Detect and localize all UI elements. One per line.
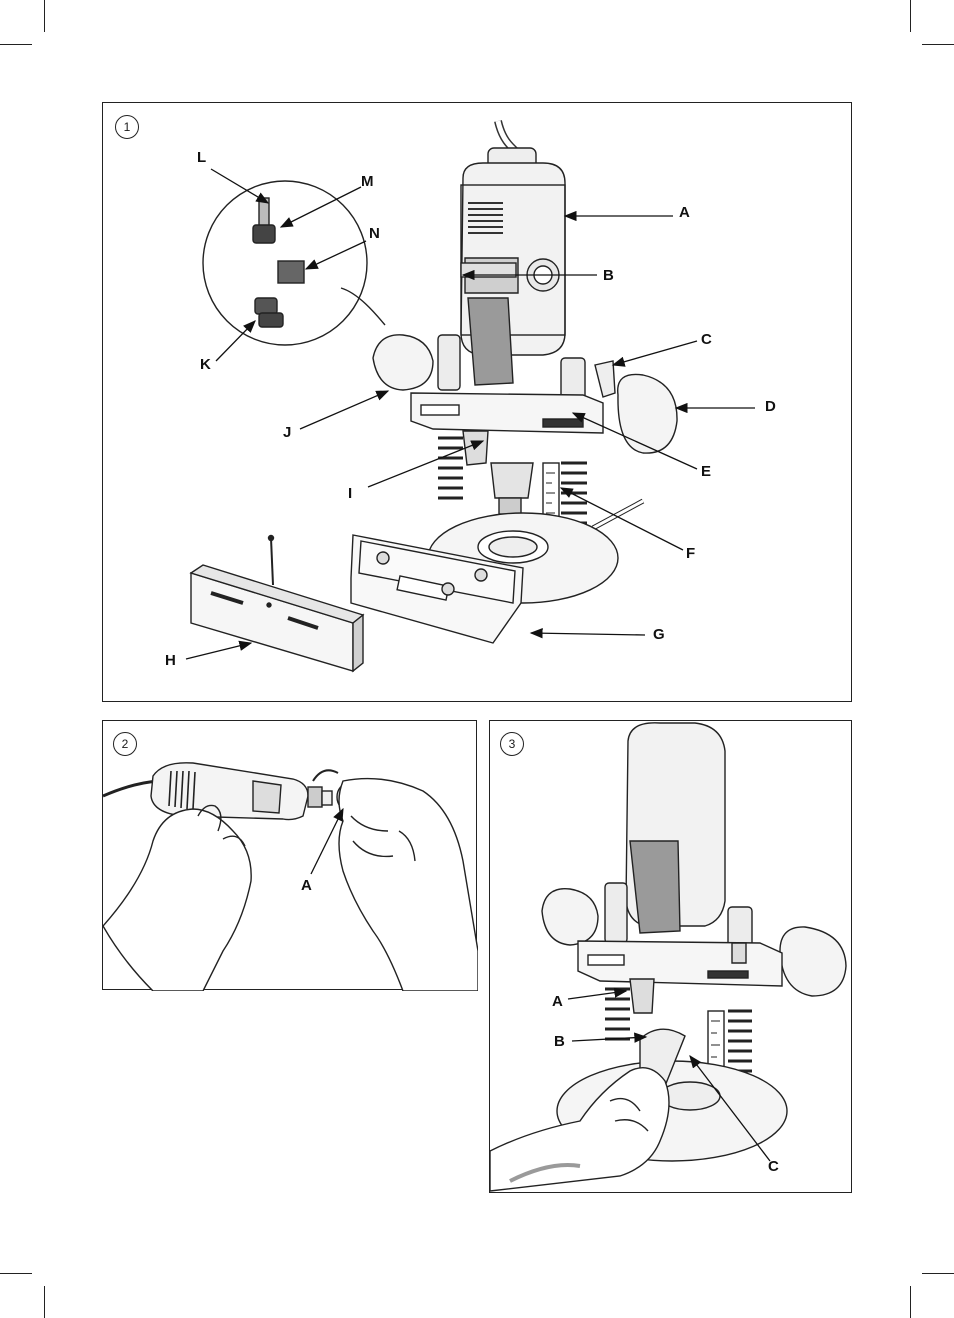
crop-mark: [910, 1286, 911, 1318]
label-f: F: [686, 546, 695, 561]
label-g: G: [653, 627, 665, 642]
label-m: M: [361, 174, 374, 189]
label-l: L: [197, 150, 206, 165]
label-c: C: [701, 332, 712, 347]
collet-nut-illustration: [103, 721, 478, 991]
label-i: I: [348, 486, 352, 501]
plunge-base-router-illustration: [103, 103, 853, 703]
label-n: N: [369, 226, 380, 241]
figure-2-panel: 2: [102, 720, 477, 990]
figure-3-panel: 3: [489, 720, 852, 1193]
label-b: B: [554, 1034, 565, 1049]
label-h: H: [165, 653, 176, 668]
crop-mark: [44, 0, 45, 32]
label-c: C: [768, 1159, 779, 1174]
figure-1-panel: 1: [102, 102, 852, 702]
crop-mark: [910, 0, 911, 32]
crop-mark: [0, 44, 32, 45]
label-k: K: [200, 357, 211, 372]
crop-mark: [922, 1273, 954, 1274]
crop-mark: [0, 1273, 32, 1274]
label-d: D: [765, 399, 776, 414]
crop-mark: [44, 1286, 45, 1318]
crop-mark: [922, 44, 954, 45]
label-b: B: [603, 268, 614, 283]
label-j: J: [283, 425, 291, 440]
label-e: E: [701, 464, 711, 479]
label-a: A: [679, 205, 690, 220]
label-a: A: [301, 878, 312, 893]
label-a: A: [552, 994, 563, 1009]
depth-lock-illustration: [490, 721, 853, 1194]
